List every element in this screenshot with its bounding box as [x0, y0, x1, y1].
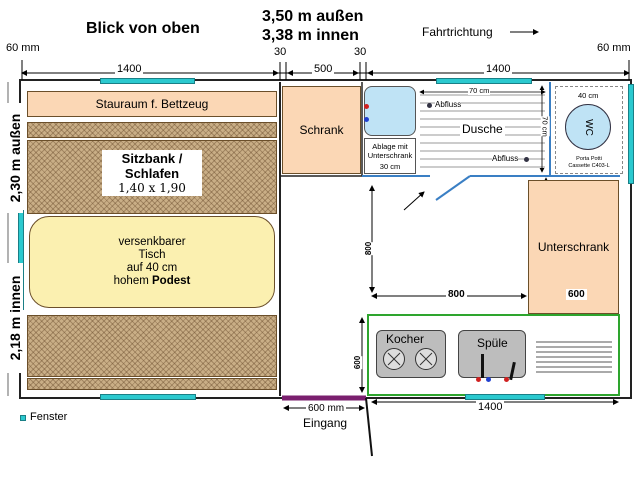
dim-top-middle: 500 [312, 63, 335, 75]
dim-top-gap-right: 30 [354, 46, 367, 58]
shower-width-dim: 70 cm [468, 86, 491, 95]
washbasin [364, 86, 416, 136]
drain-dot-top [427, 103, 432, 108]
shower-depth-dim: 70 cm [540, 116, 550, 137]
sink-label: Spüle [477, 336, 508, 350]
shelf-cabinet: Ablage mit Unterschrank 30 cm [364, 138, 416, 174]
tap-cold [486, 377, 491, 382]
direction-label: Fahrtrichtung [422, 25, 493, 39]
length-inner: 3,38 m innen [262, 27, 359, 44]
door-swing-line [365, 397, 373, 457]
shower-label: Dusche [460, 122, 505, 136]
table-platform: versenkbarer Tisch auf 40 cm hohem Podes… [29, 216, 275, 308]
dim-top-left: 1400 [115, 63, 144, 75]
window-bottom-right [465, 394, 545, 400]
dim-bottom-right: 1400 [476, 401, 505, 413]
door-width-dim: 600 mm [306, 403, 347, 414]
dim-top-gap-left: 30 [274, 46, 287, 58]
drain-label-bottom: Abfluss [492, 154, 519, 163]
tap-blue [364, 117, 369, 122]
under-cabinet: Unterschrank [528, 180, 619, 314]
dim-800-horizontal: 800 [446, 289, 467, 300]
length-outer: 3,50 m außen [262, 8, 364, 25]
drain-label-top: Abfluss [435, 100, 462, 109]
wc-model: Porta Potti Cassette C403-L [568, 156, 610, 169]
wc-width-dim: 40 cm [578, 91, 599, 100]
bench-strip-top [27, 122, 277, 138]
legend-window-swatch [20, 415, 26, 421]
burner-right [415, 348, 437, 370]
margin-right-label: 60 mm [597, 42, 631, 54]
shower-slats [420, 94, 545, 168]
tap-red [364, 104, 369, 109]
bench-lower [27, 315, 277, 377]
dim-800-vertical: 800 [364, 241, 374, 256]
closet: Schrank [282, 86, 361, 174]
storage-bedding: Stauraum f. Bettzeug [27, 91, 277, 117]
margin-left-label: 60 mm [6, 42, 40, 54]
tap-hot-2 [504, 377, 509, 382]
wc-toilet: WC [565, 104, 611, 150]
legend-window-label: Fenster [30, 411, 68, 423]
window-top-right [436, 78, 532, 84]
burner-left [383, 348, 405, 370]
sink [458, 330, 526, 378]
width-inner-label: 2,18 m innen [7, 263, 23, 373]
bench-strip-bottom [27, 378, 277, 390]
dim-600-cabinet: 600 [566, 289, 587, 300]
window-top-left [100, 78, 195, 84]
drain-dot-bottom [524, 157, 529, 162]
tap-hot [476, 377, 481, 382]
bench-label: Sitzbank / Schlafen 1,40 x 1,90 [102, 150, 202, 196]
width-outer-label: 2,30 m außen [7, 103, 23, 213]
dim-top-right: 1400 [484, 63, 513, 75]
entrance-label: Eingang [303, 416, 348, 430]
dim-600-vertical: 600 [353, 355, 363, 370]
stove-label: Kocher [386, 332, 425, 346]
faucet-left [481, 354, 484, 378]
window-right [628, 84, 634, 184]
window-bottom-left [100, 394, 196, 400]
plan-title: Blick von oben [86, 20, 200, 37]
